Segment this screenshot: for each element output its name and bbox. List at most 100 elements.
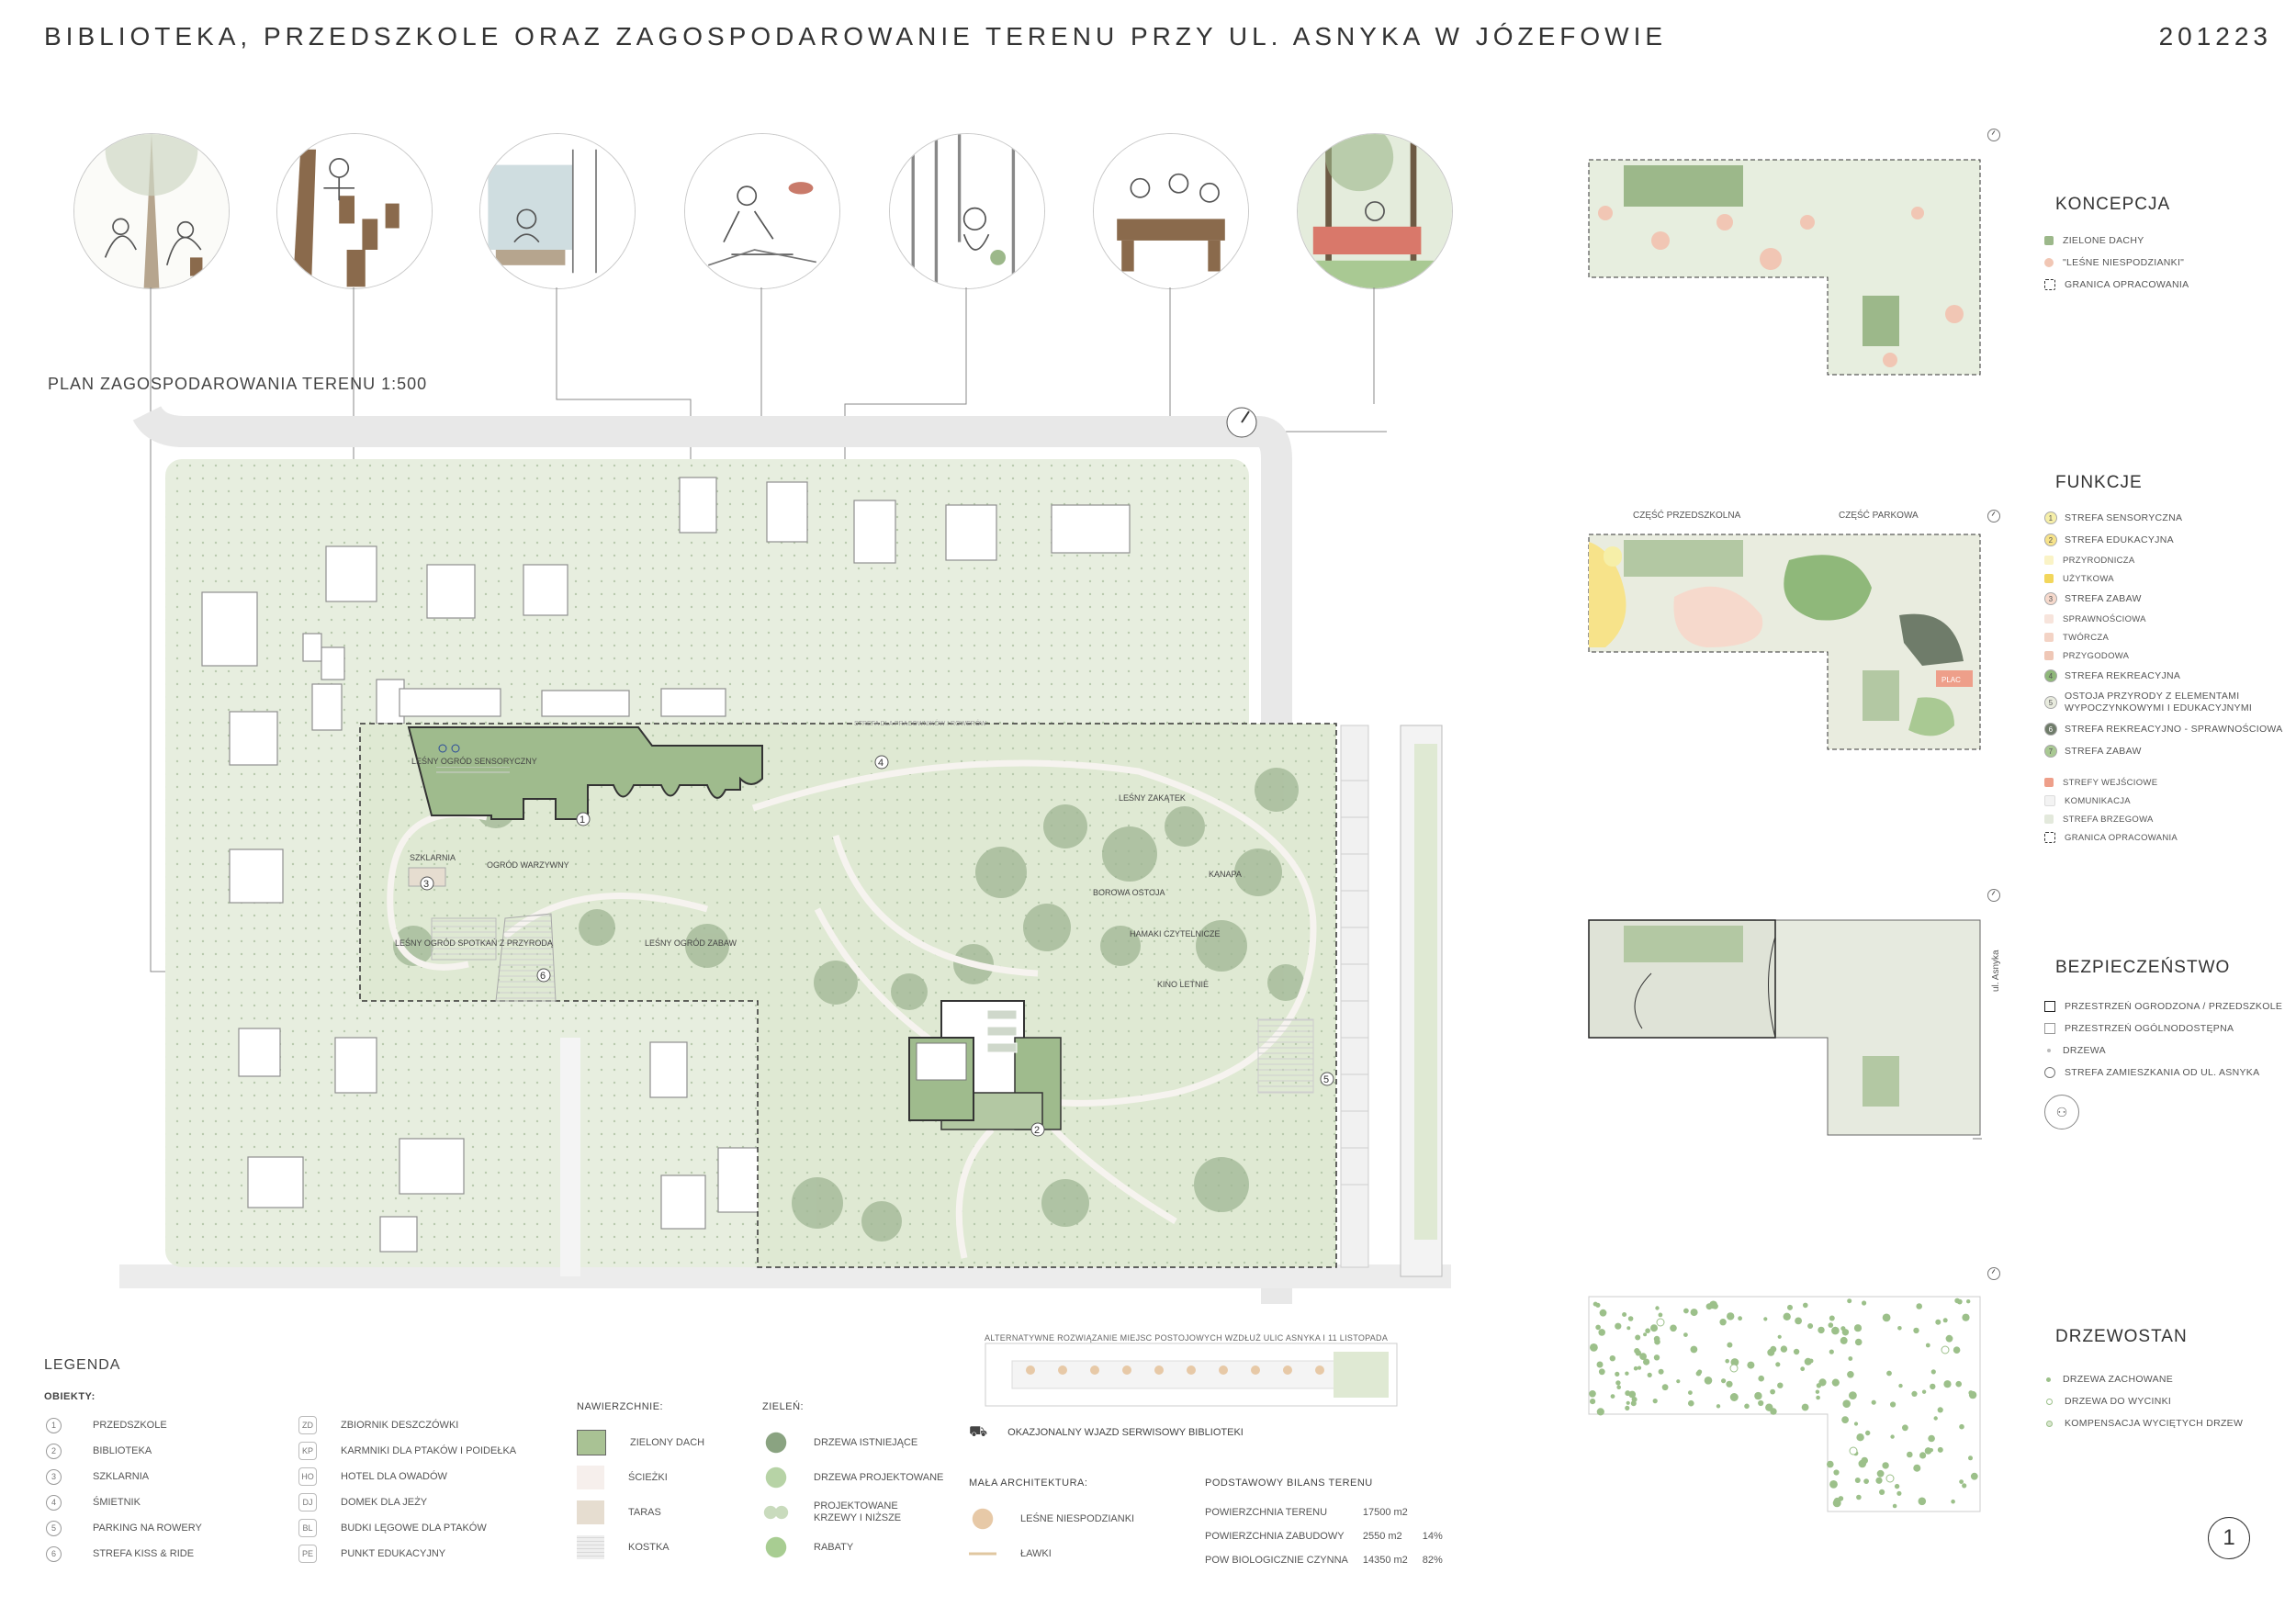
koncepcja-item: GRANICA OPRACOWANIA: [2044, 274, 2189, 296]
koncepcja-item: ZIELONE DACHY: [2044, 230, 2189, 252]
tree-dot: [1767, 1348, 1775, 1356]
legend-greenery-item: DRZEWA ISTNIEJĄCE: [762, 1425, 943, 1460]
legend-greenery: DRZEWA ISTNIEJĄCE DRZEWA PROJEKTOWANE PR…: [762, 1425, 943, 1565]
tree-dot: [1816, 1395, 1820, 1400]
tree-dot: [1727, 1312, 1735, 1320]
tree-dot: [1721, 1378, 1727, 1384]
tree-dot: [1626, 1400, 1630, 1405]
tree-dot: [1970, 1472, 1978, 1480]
tree-dot: [1865, 1430, 1871, 1436]
tree-dot: [1897, 1326, 1902, 1331]
tree-dot: [1945, 1334, 1953, 1343]
tree-dot: [1609, 1355, 1615, 1362]
tree-dot: [1968, 1455, 1973, 1461]
tree-dot: [1818, 1326, 1825, 1334]
tree-dot: [1758, 1375, 1764, 1382]
tree-dot: [1783, 1312, 1791, 1320]
tree-dot: [1616, 1385, 1621, 1389]
legend-surface-item: ŚCIEŻKI: [577, 1460, 704, 1495]
tree-dot: [1683, 1308, 1689, 1314]
map-koncepcja: [1588, 159, 1981, 376]
tree-dot: [1955, 1380, 1962, 1388]
funkcje-subitem: TWÓRCZA: [2044, 628, 2283, 646]
tree-dot: [1738, 1316, 1742, 1321]
tree-dot: [1661, 1384, 1669, 1391]
funkcje-part-right: CZĘŚĆ PARKOWA: [1839, 511, 1919, 521]
tree-dot: [1962, 1483, 1967, 1489]
people-icon: ⚇: [2044, 1095, 2079, 1129]
tree-dot: [1841, 1329, 1850, 1336]
legend-surface-item: TARAS: [577, 1495, 704, 1530]
tree-dot: [1933, 1416, 1938, 1421]
tree-dot: [1882, 1462, 1889, 1469]
tree-dot: [1653, 1354, 1660, 1361]
marker-6: 6: [536, 968, 551, 983]
tree-dot: [1882, 1313, 1891, 1322]
tree-dot: [1643, 1332, 1648, 1337]
tree-dot: [1856, 1494, 1862, 1500]
compass-drzewostan: [1987, 1267, 2000, 1280]
tree-dot: [1833, 1469, 1840, 1476]
tree-dot: [1943, 1380, 1952, 1388]
tree-dot: [1627, 1316, 1634, 1321]
legend-title: LEGENDA: [44, 1357, 121, 1373]
tree-dot: [1615, 1380, 1621, 1386]
bezp-item: DRZEWA: [2044, 1039, 2282, 1062]
tree-dot: [1829, 1480, 1838, 1489]
tree-dot: [1833, 1497, 1841, 1505]
label-play-garden: LEŚNY OGRÓD ZABAW: [645, 938, 737, 948]
tree-dot: [1635, 1350, 1641, 1356]
tree-dot: [1780, 1345, 1788, 1353]
label-vegetable-garden: OGRÓD WARZYWNY: [487, 860, 569, 870]
map-drzewostan: [1588, 1296, 1981, 1512]
tree-dot: [1840, 1336, 1848, 1344]
tree-dot: [1716, 1404, 1721, 1409]
tree-dot: [1829, 1349, 1834, 1354]
tree-dot: [1898, 1383, 1903, 1388]
tree-dot: [1896, 1490, 1902, 1496]
funkcje-extra-item: KOMUNIKACJA: [2044, 792, 2283, 810]
label-forest-corner: LEŚNY ZAKĄTEK: [1119, 792, 1186, 803]
tree-dot: [1625, 1371, 1629, 1376]
tree-dot: [1854, 1338, 1863, 1346]
tree-dot: [1875, 1477, 1883, 1484]
tree-dot: [1902, 1424, 1908, 1432]
tree-dot: [1615, 1371, 1620, 1377]
tree-dot: [1712, 1303, 1718, 1309]
legend-surface-item: KOSTKA: [577, 1530, 704, 1565]
label-sofa: KANAPA: [1209, 870, 1242, 879]
label-pine-refuge: BOROWA OSTOJA: [1093, 888, 1165, 897]
tree-dot: [1683, 1332, 1688, 1337]
svg-text:1: 1: [580, 815, 585, 826]
tree-dot: [1803, 1302, 1808, 1309]
funkcje-plac-label: PLAC: [1941, 676, 1961, 684]
plan-title: PLAN ZAGOSPODAROWANIA TERENU 1:500: [48, 375, 428, 393]
tree-dot: [1727, 1342, 1733, 1348]
label-summer-cinema: KINO LETNIE: [1157, 980, 1209, 989]
tree-dot: [1639, 1353, 1647, 1360]
legend-surface-item: ZIELONY DACH: [577, 1425, 704, 1460]
tree-dot: [1770, 1408, 1777, 1415]
legend-small-arch-item: LEŚNE NIESPODZIANKI: [969, 1500, 1134, 1537]
tree-dot: [1754, 1391, 1762, 1400]
drzewostan-legend: DRZEWA ZACHOWANE DRZEWA DO WYCINKI KOMPE…: [2044, 1368, 2243, 1434]
tree-dot: [1595, 1302, 1601, 1308]
tree-dot: [1841, 1416, 1849, 1423]
alt-parking-south: [985, 1343, 1398, 1407]
label-hammocks: HAMAKI CZYTELNICZE: [1130, 929, 1221, 938]
tree-dot: [1848, 1356, 1853, 1361]
tree-dot: [1921, 1389, 1927, 1394]
